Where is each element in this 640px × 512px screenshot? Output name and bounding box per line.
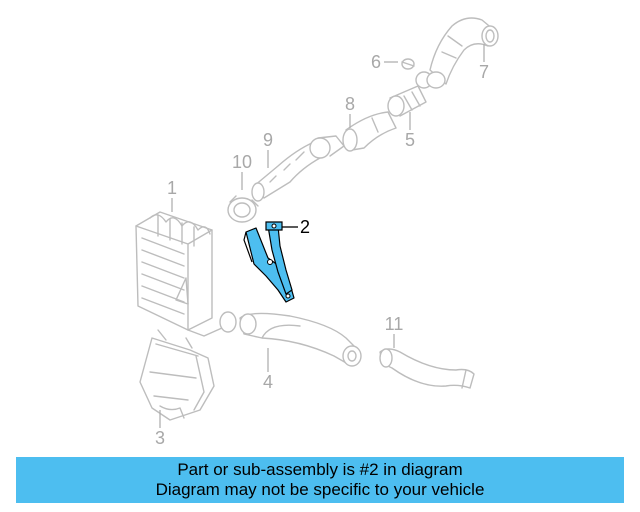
part-charge-pipe	[239, 312, 362, 367]
part-hose-11	[379, 348, 475, 389]
callout-3: 3	[155, 428, 165, 448]
callout-1: 1	[167, 178, 177, 198]
part-intercooler	[135, 211, 237, 337]
part-hose-9	[251, 135, 345, 202]
part-bracket-highlighted	[243, 221, 295, 303]
banner-line-disclaimer: Diagram may not be specific to your vehi…	[155, 480, 485, 499]
part-clamp-10	[227, 195, 259, 223]
callout-11: 11	[385, 314, 404, 334]
callout-5: 5	[405, 130, 415, 150]
part-hose-8	[342, 111, 397, 152]
callout-6: 6	[371, 52, 381, 72]
part-air-duct	[139, 329, 215, 421]
callout-10: 10	[232, 152, 252, 172]
callout-9: 9	[263, 130, 273, 150]
info-banner: Part or sub-assembly is #2 in diagram Di…	[16, 457, 624, 503]
part-coupler-5	[387, 71, 433, 117]
part-clip-6	[401, 58, 415, 70]
part-hose-7	[426, 17, 499, 89]
callout-2: 2	[300, 217, 310, 237]
callout-8: 8	[345, 94, 355, 114]
callout-4: 4	[263, 372, 273, 392]
callout-7: 7	[479, 62, 489, 82]
banner-line-part: Part or sub-assembly is #2 in diagram	[177, 460, 463, 479]
